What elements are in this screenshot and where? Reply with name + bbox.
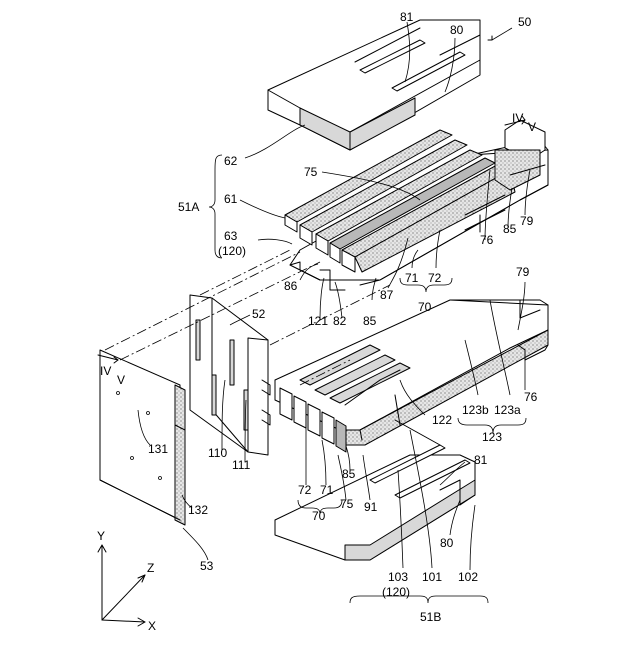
label-87: 87: [380, 288, 394, 302]
label-72-bot: 72: [298, 483, 312, 497]
label-79-top: 79: [520, 214, 534, 228]
label-63: 63: [224, 229, 238, 243]
label-79-right: 79: [516, 265, 530, 279]
label-120-bot: (120): [382, 585, 410, 599]
label-85-top: 85: [503, 222, 517, 236]
upper-housing-62: [268, 20, 480, 150]
label-53: 53: [200, 559, 214, 573]
axis-label-z: Z: [147, 561, 154, 575]
label-86: 86: [284, 279, 298, 293]
label-76-right: 76: [524, 390, 538, 404]
label-76-top: 76: [480, 233, 494, 247]
axis-label-y: Y: [97, 529, 105, 543]
label-71-top: 71: [405, 271, 419, 285]
label-123a: 123a: [494, 403, 521, 417]
label-131: 131: [148, 442, 168, 456]
label-V-top: V: [528, 120, 536, 134]
label-71-bot: 71: [320, 483, 334, 497]
label-50: 50: [518, 15, 532, 29]
label-70-top: 70: [418, 300, 432, 314]
label-103: 103: [388, 570, 408, 584]
label-62: 62: [224, 154, 238, 168]
label-70-bot: 70: [312, 509, 326, 523]
shield-plate-53: [100, 350, 185, 525]
label-75-bot: 75: [340, 497, 354, 511]
label-80-bot: 80: [440, 536, 454, 550]
label-91: 91: [364, 500, 378, 514]
axis-label-x: X: [148, 619, 156, 633]
label-IV-left: IV: [100, 364, 111, 378]
label-72-top: 72: [428, 271, 442, 285]
contact-assembly-70-top: [285, 120, 548, 290]
label-80-top: 80: [450, 23, 464, 37]
label-85-bot: 85: [342, 467, 356, 481]
axis-triad: [98, 545, 145, 626]
label-52: 52: [252, 307, 266, 321]
label-81-bot: 81: [474, 453, 488, 467]
label-132: 132: [188, 503, 208, 517]
label-123b: 123b: [462, 403, 489, 417]
label-IV-top: IV: [512, 111, 523, 125]
label-85-mid: 85: [363, 314, 377, 328]
label-51A: 51A: [178, 200, 199, 214]
label-61: 61: [224, 192, 238, 206]
label-101: 101: [422, 570, 442, 584]
label-102: 102: [458, 570, 478, 584]
label-75-top: 75: [304, 165, 318, 179]
label-120-top: (120): [218, 244, 246, 258]
label-122: 122: [432, 413, 452, 427]
label-123: 123: [482, 430, 502, 444]
label-82: 82: [333, 314, 347, 328]
label-81-top: 81: [400, 10, 414, 24]
label-121: 121: [308, 314, 328, 328]
label-111: 111: [232, 458, 251, 472]
label-51B: 51B: [420, 610, 441, 624]
label-V-left: V: [117, 373, 125, 387]
label-110: 110: [208, 446, 227, 460]
